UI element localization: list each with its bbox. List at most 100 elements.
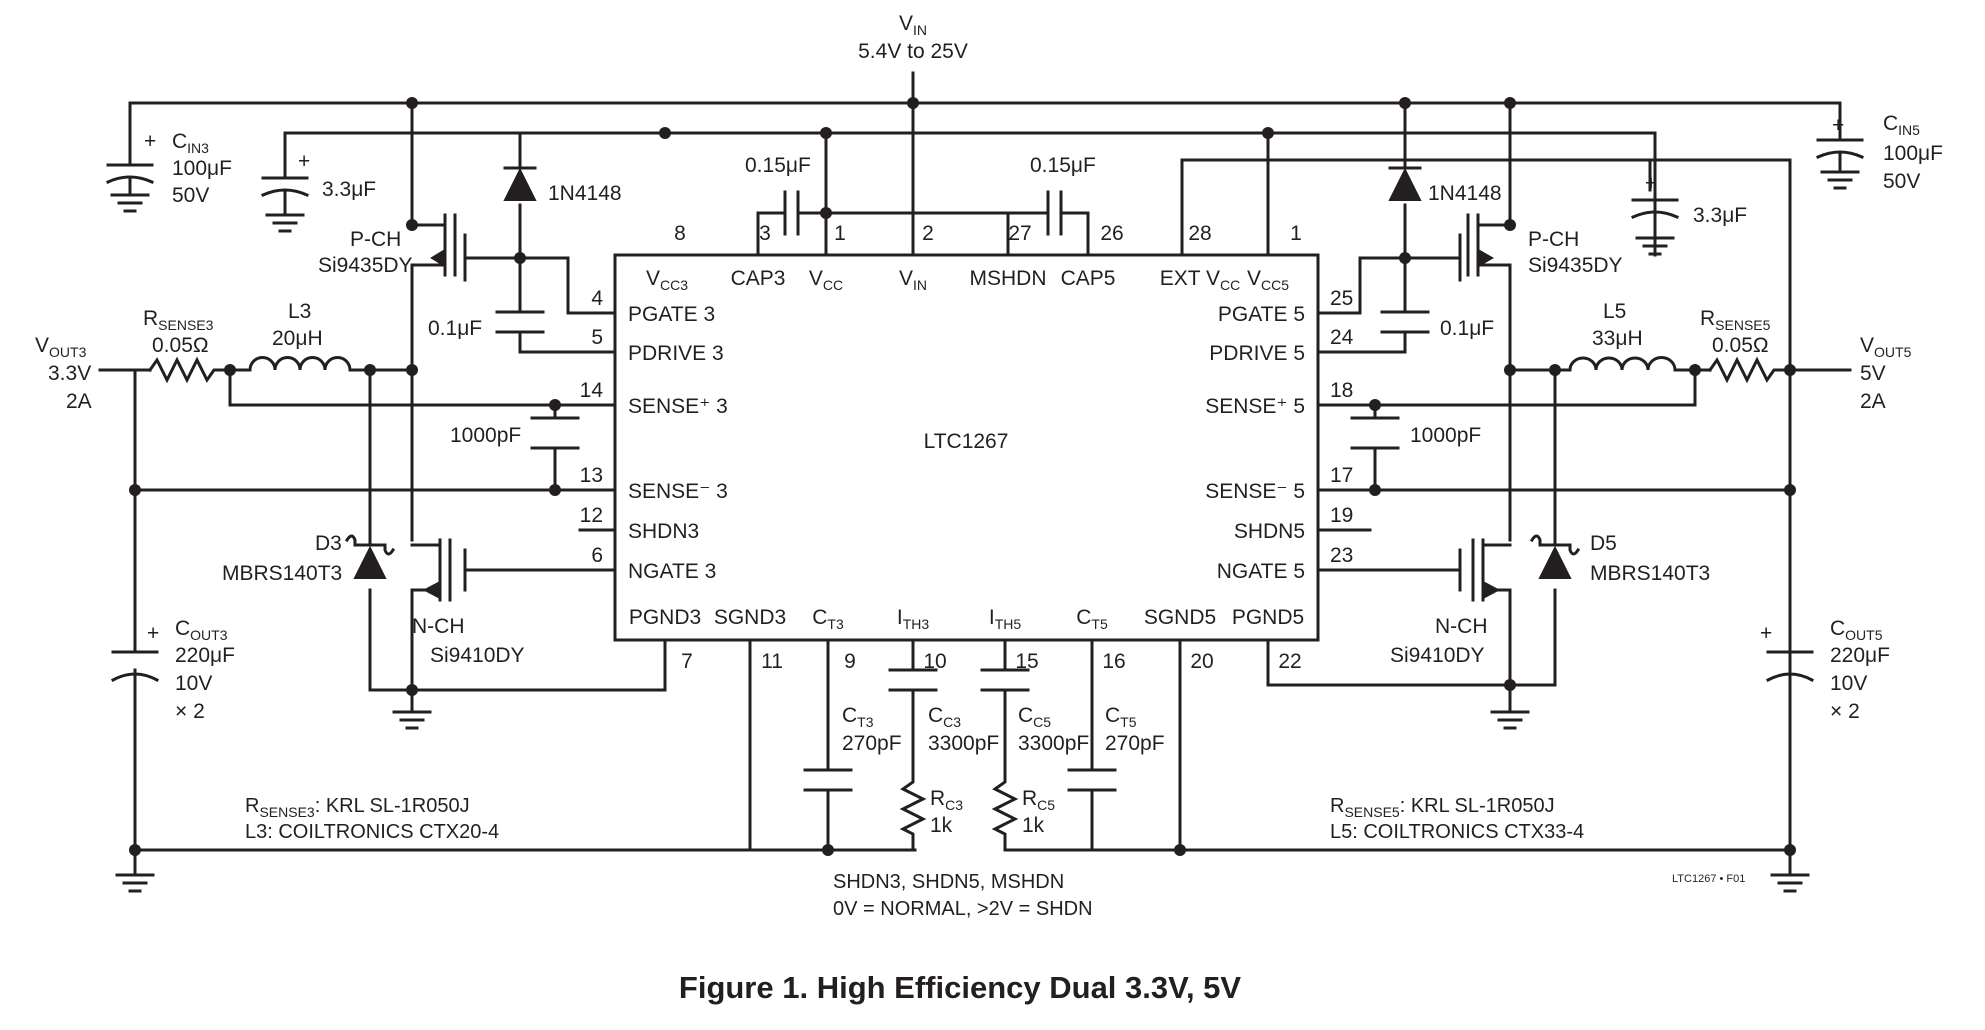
cin3-voltage: 50V bbox=[172, 184, 209, 207]
vin-label: VIN bbox=[899, 12, 927, 38]
vout5-current: 2A bbox=[1860, 390, 1886, 413]
cout3-value: 220μF bbox=[175, 644, 235, 667]
c-cap3-value: 0.15μF bbox=[745, 154, 811, 177]
svg-text:+: + bbox=[298, 150, 310, 173]
d5-schottky-diode bbox=[1529, 534, 1581, 579]
c-boot5-value: 0.1μF bbox=[1440, 317, 1494, 340]
ic-pin-label-top: EXT VCC bbox=[1160, 267, 1241, 293]
rc5-resistor bbox=[991, 773, 1019, 842]
cout3-capacitor: + bbox=[110, 622, 159, 683]
pch3-type: P-CH bbox=[350, 228, 401, 251]
ct5-capacitor bbox=[1067, 768, 1117, 792]
cin3-value: 100μF bbox=[172, 157, 232, 180]
l5-name: L5 bbox=[1603, 300, 1626, 323]
ic-pin-label-right: NGATE 5 bbox=[1217, 560, 1305, 583]
diode-1n4148-left bbox=[503, 166, 537, 201]
ic-pin-label-bottom: SGND3 bbox=[714, 606, 786, 629]
rc3-name: RC3 bbox=[930, 787, 963, 813]
ic-pin-label-top: VCC bbox=[809, 267, 843, 293]
diode-1n4148-right bbox=[1388, 166, 1422, 201]
d5-name: D5 bbox=[1590, 532, 1617, 555]
svg-text:+: + bbox=[1832, 114, 1844, 137]
figure-code: LTC1267 • F01 bbox=[1672, 873, 1745, 885]
ic-pin-number-right: 23 bbox=[1330, 544, 1353, 567]
ic-pin-label-right: PDRIVE 5 bbox=[1209, 342, 1305, 365]
cout5-name: COUT5 bbox=[1830, 617, 1883, 643]
ic-pin-number-right: 25 bbox=[1330, 287, 1353, 310]
rsense5-resistor bbox=[1707, 356, 1782, 384]
vout5-voltage: 5V bbox=[1860, 362, 1886, 385]
ic-pin-label-top: MSHDN bbox=[970, 267, 1047, 290]
ic-body bbox=[613, 253, 1320, 642]
ct5-name: CT5 bbox=[1105, 704, 1137, 730]
cout3-name: COUT3 bbox=[175, 617, 228, 643]
ic-pin-number-bottom: 10 bbox=[923, 650, 946, 673]
c-cap3-capacitor bbox=[783, 190, 800, 236]
rc3-resistor bbox=[899, 773, 927, 842]
pch5-part: Si9435DY bbox=[1528, 254, 1623, 277]
diode-right-part: 1N4148 bbox=[1428, 182, 1502, 205]
note-left-line2: L3: COILTRONICS CTX20-4 bbox=[245, 821, 499, 843]
ic-pin-label-left: SHDN3 bbox=[628, 520, 699, 543]
cc3-name: CC3 bbox=[928, 704, 961, 730]
ic-pin-label-right: SENSE⁺ 5 bbox=[1205, 395, 1305, 418]
cc3-capacitor bbox=[888, 668, 938, 692]
ic-pin-number-bottom: 7 bbox=[681, 650, 693, 673]
pch5-mosfet bbox=[1458, 213, 1495, 282]
ic-pin-number-left: 12 bbox=[580, 504, 603, 527]
ic-pin-label-bottom: CT3 bbox=[812, 606, 844, 632]
l5-value: 33μH bbox=[1592, 327, 1643, 350]
cc5-capacitor bbox=[980, 668, 1030, 692]
d3-name: D3 bbox=[315, 532, 342, 555]
ic-pin-number-top: 8 bbox=[674, 222, 686, 245]
nch5-type: N-CH bbox=[1435, 615, 1488, 638]
rsense3-resistor bbox=[147, 356, 222, 384]
ic-pin-label-left: SENSE⁺ 3 bbox=[628, 395, 728, 418]
ic-pin-number-top: 2 bbox=[922, 222, 934, 245]
d3-schottky-diode bbox=[344, 534, 396, 579]
c-vcc5-value: 3.3μF bbox=[1693, 204, 1747, 227]
c-cap5-value: 0.15μF bbox=[1030, 154, 1096, 177]
ct3-capacitor bbox=[803, 768, 853, 792]
ic-pin-label-right: PGATE 5 bbox=[1218, 303, 1305, 326]
figure-caption: Figure 1. High Efficiency Dual 3.3V, 5V bbox=[679, 970, 1242, 1005]
svg-text:+: + bbox=[144, 130, 156, 153]
pch3-mosfet bbox=[430, 213, 467, 282]
ic-pin-number-bottom: 22 bbox=[1278, 650, 1301, 673]
cc3-value: 3300pF bbox=[928, 732, 999, 755]
cc5-name: CC5 bbox=[1018, 704, 1051, 730]
ic-pin-number-bottom: 9 bbox=[844, 650, 856, 673]
vout3-voltage: 3.3V bbox=[48, 362, 91, 385]
ic-pin-number-right: 17 bbox=[1330, 464, 1353, 487]
c-sense3-capacitor bbox=[530, 416, 580, 450]
l3-value: 20μH bbox=[272, 327, 323, 350]
diode-left-part: 1N4148 bbox=[548, 182, 622, 205]
rsense5-name: RSENSE5 bbox=[1700, 307, 1771, 333]
ic-pin-number-top: 28 bbox=[1188, 222, 1211, 245]
cin3-capacitor: + bbox=[106, 123, 156, 213]
rsense3-value: 0.05Ω bbox=[152, 334, 209, 357]
ic-pin-number-bottom: 20 bbox=[1190, 650, 1213, 673]
ic-pin-label-right: SHDN5 bbox=[1234, 520, 1305, 543]
ic-pin-number-top: 26 bbox=[1100, 222, 1123, 245]
ic-pin-number-top: 27 bbox=[1008, 222, 1031, 245]
cout3-mult: × 2 bbox=[175, 700, 205, 723]
ic-pin-number-left: 6 bbox=[591, 544, 603, 567]
ic-pin-number-right: 24 bbox=[1330, 326, 1354, 349]
c-sense3-value: 1000pF bbox=[450, 424, 521, 447]
ic-pin-number-bottom: 11 bbox=[761, 650, 783, 673]
ic-name: LTC1267 bbox=[924, 430, 1009, 453]
ic-pin-label-bottom: PGND5 bbox=[1232, 606, 1304, 629]
ground-bottom-left bbox=[115, 873, 155, 893]
rc3-value: 1k bbox=[930, 814, 953, 837]
ic-pin-label-top: CAP3 bbox=[731, 267, 786, 290]
ic-pin-label-left: PGATE 3 bbox=[628, 303, 715, 326]
cc5-value: 3300pF bbox=[1018, 732, 1089, 755]
nch3-type: N-CH bbox=[412, 615, 465, 638]
ic-pin-label-top: VIN bbox=[899, 267, 927, 293]
l5-inductor bbox=[1568, 356, 1677, 372]
ground-right bbox=[1490, 710, 1530, 730]
ct3-name: CT3 bbox=[842, 704, 874, 730]
ic-pin-number-top: 3 bbox=[759, 222, 771, 245]
ic-pin-label-bottom: SGND5 bbox=[1144, 606, 1216, 629]
